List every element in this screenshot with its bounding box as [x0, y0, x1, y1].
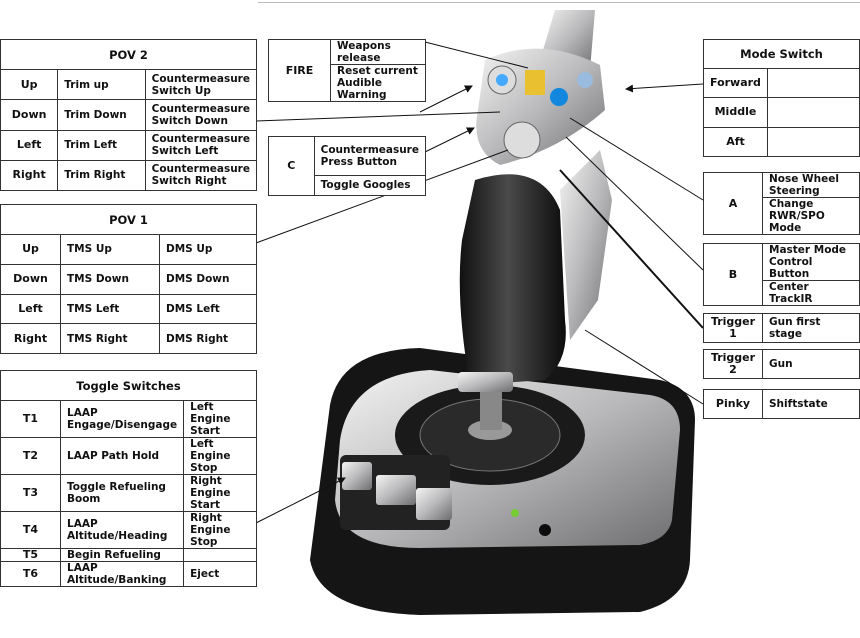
b-key: B [703, 243, 763, 306]
row-action-shift: Right Engine Stop [183, 511, 257, 549]
c-action-shift: Toggle Googles [313, 174, 427, 197]
pov1-title: POV 1 [0, 204, 257, 235]
row-action: TMS Down [60, 263, 160, 295]
row-action: TMS Up [60, 234, 160, 265]
row-action: Toggle Refueling Boom [59, 474, 185, 512]
row-key: Up [0, 234, 61, 265]
row-action: LAAP Altitude/Heading [59, 511, 185, 549]
row-action-shift: DMS Up [159, 234, 257, 265]
pinky-key: Pinky [703, 389, 763, 419]
row-key: Left [0, 293, 61, 325]
row-action: Trim Left [57, 129, 146, 161]
row-action-shift [183, 548, 257, 562]
pov2-title: POV 2 [0, 39, 257, 70]
row-key: T1 [0, 400, 61, 438]
row-action-shift: Countermeasure Switch Down [144, 99, 258, 131]
b-action-shift: Center TrackIR [762, 280, 860, 306]
joystick-stick [458, 10, 612, 430]
row-action-shift: Left Engine Start [183, 400, 257, 438]
joystick-base [310, 348, 695, 615]
c-key: C [268, 136, 315, 196]
row-action-shift: DMS Left [159, 293, 257, 325]
top-divider [258, 2, 860, 3]
row-key: T3 [0, 474, 61, 512]
row-key: Up [0, 68, 59, 101]
a-action-shift: Change RWR/SPO Mode [762, 197, 860, 235]
row-action: Begin Refueling [59, 548, 185, 562]
fire-key: FIRE [268, 39, 331, 102]
row-action-shift: DMS Right [159, 323, 257, 354]
c-action: Countermeasure Press Button [313, 136, 427, 176]
row-key: Right [0, 159, 59, 192]
pinky-action: Shiftstate [762, 389, 860, 419]
row-action: LAAP Engage/Disengage [59, 400, 185, 438]
row-action: Trim up [57, 68, 146, 101]
trigger2-action: Gun [762, 349, 860, 379]
row-action-shift: DMS Down [159, 263, 257, 295]
trigger2-key: Trigger 2 [703, 349, 763, 379]
row-key: Down [0, 99, 59, 131]
row-action-shift: Countermeasure Switch Right [144, 159, 258, 192]
b-action: Master Mode Control Button [762, 243, 860, 281]
row-action-shift: Right Engine Start [183, 474, 257, 512]
mode-switch-table: Mode Switch Forward Middle Aft [703, 39, 860, 158]
row-key: T2 [0, 437, 61, 475]
row-key: Right [0, 323, 61, 354]
table-row: Middle [703, 97, 860, 128]
trigger1-action: Gun first stage [762, 313, 860, 343]
row-key: T4 [0, 511, 61, 549]
fire-action-shift: Reset current Audible Warning [330, 64, 426, 102]
row-action: TMS Left [60, 293, 160, 325]
row-key: Left [0, 129, 59, 161]
row-key: Forward [703, 67, 768, 99]
row-action-shift: Countermeasure Switch Up [144, 68, 258, 101]
table-row: Forward [703, 67, 860, 99]
a-action: Nose Wheel Steering [762, 172, 860, 198]
row-action-shift: Eject [183, 561, 257, 587]
toggle-title: Toggle Switches [0, 370, 257, 401]
mode-title: Mode Switch [703, 39, 860, 69]
row-key: Middle [703, 97, 768, 128]
row-action-shift: Countermeasure Switch Left [144, 129, 258, 161]
row-action-shift: Left Engine Stop [183, 437, 257, 475]
row-key: Down [0, 263, 61, 295]
row-key: T6 [0, 561, 61, 587]
trigger1-key: Trigger 1 [703, 313, 763, 343]
fire-action: Weapons release [330, 39, 426, 65]
row-key: Aft [703, 126, 768, 158]
table-row: Aft [703, 126, 860, 158]
a-key: A [703, 172, 763, 235]
row-action: Trim Right [57, 159, 146, 192]
row-action: LAAP Altitude/Banking [59, 561, 185, 587]
row-action: Trim Down [57, 99, 146, 131]
leader-lines [255, 41, 704, 524]
row-action: LAAP Path Hold [59, 437, 185, 475]
row-action: TMS Right [60, 323, 160, 354]
row-key: T5 [0, 548, 61, 562]
